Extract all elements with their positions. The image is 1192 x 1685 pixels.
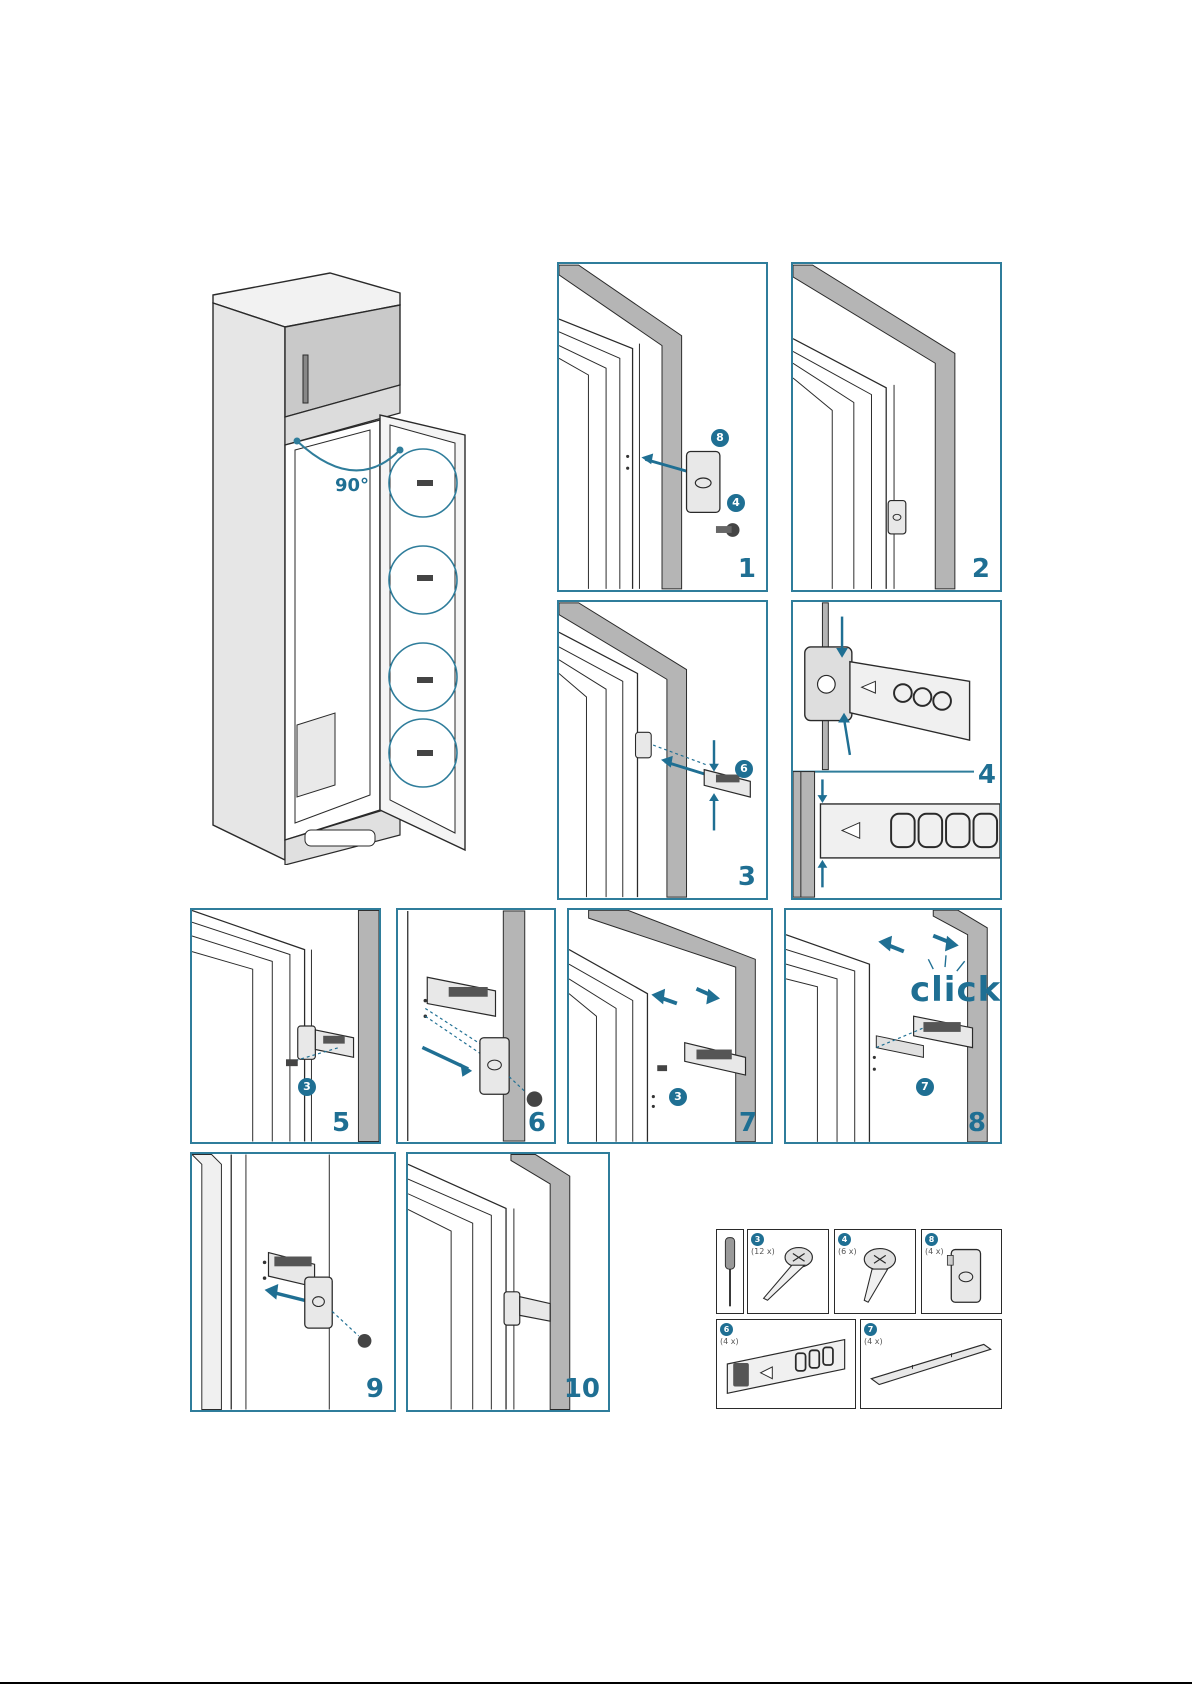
- part-id-badge: 6: [720, 1323, 733, 1336]
- part-quantity: (4 x): [925, 1247, 944, 1256]
- hinge-rail-icon: [717, 1320, 855, 1408]
- part-id-badge: 4: [838, 1233, 851, 1246]
- step-number: 4: [974, 762, 1000, 788]
- opening-angle-label: 90°: [335, 475, 369, 496]
- part-quantity: (6 x): [838, 1247, 857, 1256]
- step-10-panel: 10: [406, 1152, 610, 1412]
- step-2-drawing: [793, 264, 1000, 590]
- part-7-panel: 7 (4 x): [860, 1319, 1002, 1409]
- step-1-drawing: [559, 264, 766, 590]
- step-4-panel: 4: [791, 600, 1002, 900]
- step-number: 9: [366, 1376, 384, 1402]
- step-2-panel: 2: [791, 262, 1002, 592]
- step-6-panel: 6: [396, 908, 556, 1144]
- part-3-panel: 3 (12 x): [747, 1229, 829, 1314]
- tool-screwdriver-panel: [716, 1229, 744, 1314]
- overview-illustration: 90°: [185, 265, 495, 865]
- step-number: 2: [972, 556, 990, 582]
- step-number: 6: [528, 1110, 546, 1136]
- part-id-badge: 8: [925, 1233, 938, 1246]
- part-callout-6: 6: [735, 760, 753, 778]
- step-9-drawing: [192, 1154, 394, 1410]
- part-callout-3: 3: [298, 1078, 316, 1096]
- part-quantity: (12 x): [751, 1247, 775, 1256]
- step-10-drawing: [408, 1154, 608, 1410]
- step-5-drawing: [192, 910, 379, 1142]
- part-id-badge: 7: [864, 1323, 877, 1336]
- step-9-panel: 9: [190, 1152, 396, 1412]
- screwdriver-icon: [717, 1230, 743, 1313]
- part-callout-7: 7: [916, 1078, 934, 1096]
- step-4-drawing: [793, 602, 1000, 898]
- part-callout-4: 4: [727, 494, 745, 512]
- appliance-drawing: [185, 265, 495, 865]
- click-label: click: [910, 970, 1001, 1010]
- step-number: 5: [332, 1110, 350, 1136]
- cover-strip-icon: [861, 1320, 1001, 1408]
- part-quantity: (4 x): [864, 1337, 883, 1346]
- step-3-drawing: [559, 602, 766, 898]
- part-callout-3: 3: [669, 1088, 687, 1106]
- step-number: 3: [738, 864, 756, 890]
- step-number: 10: [564, 1376, 600, 1402]
- step-number: 7: [739, 1110, 757, 1136]
- part-callout-8: 8: [711, 429, 729, 447]
- step-8-panel: click 7 8: [784, 908, 1002, 1144]
- step-5-panel: 3 5: [190, 908, 381, 1144]
- part-4-panel: 4 (6 x): [834, 1229, 916, 1314]
- part-id-badge: 3: [751, 1233, 764, 1246]
- step-7-panel: 3 7: [567, 908, 773, 1144]
- part-quantity: (4 x): [720, 1337, 739, 1346]
- step-1-panel: 8 4 1: [557, 262, 768, 592]
- part-8-panel: 8 (4 x): [921, 1229, 1002, 1314]
- step-number: 8: [968, 1110, 986, 1136]
- page-bottom-rule: [0, 1682, 1192, 1684]
- step-number: 1: [738, 556, 756, 582]
- part-6-panel: 6 (4 x): [716, 1319, 856, 1409]
- step-3-panel: 6 3: [557, 600, 768, 900]
